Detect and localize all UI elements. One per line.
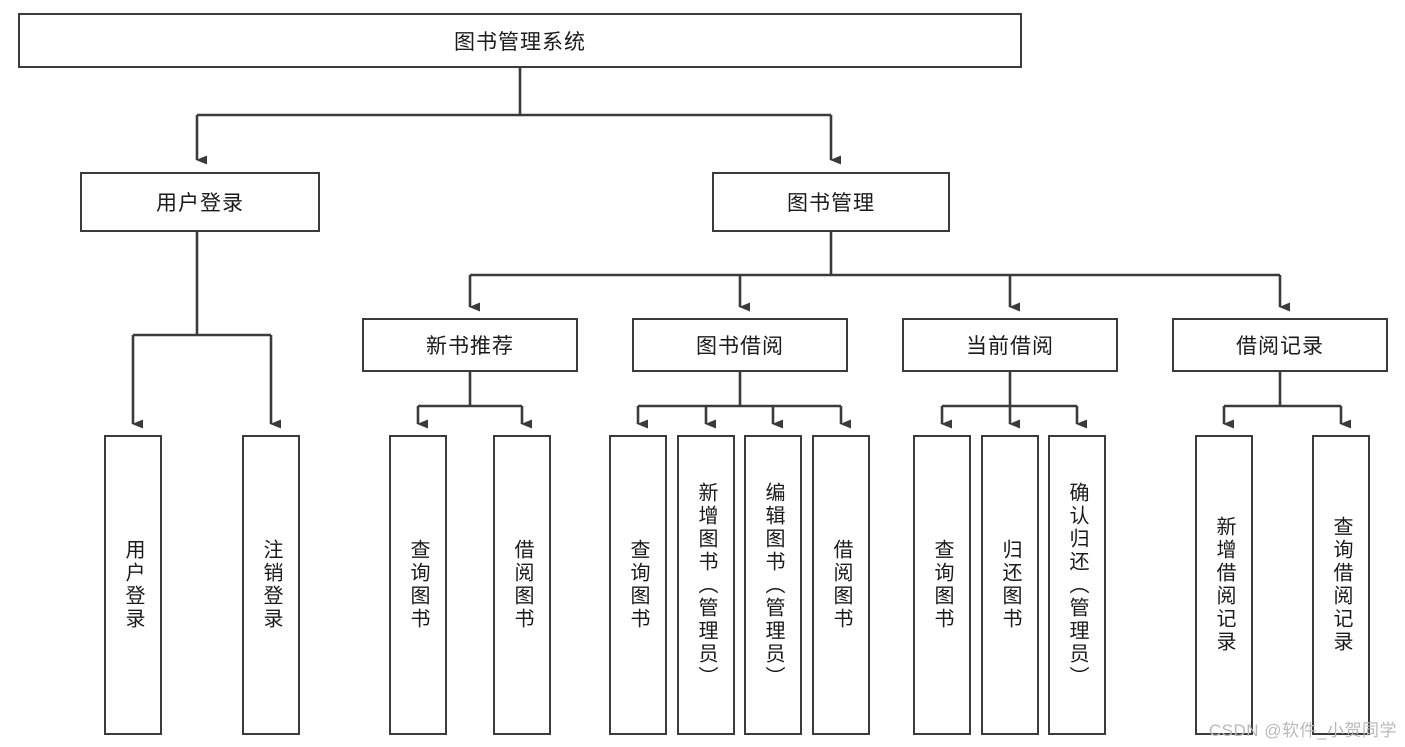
node-label: 新书推荐 xyxy=(426,335,514,358)
node-book-borrow[interactable]: 图书借阅 xyxy=(632,318,848,372)
leaf-query-book-recommend[interactable]: 查询图书 xyxy=(389,435,447,735)
leaf-confirm-return-admin[interactable]: 确认归还（管理员） xyxy=(1048,435,1106,735)
watermark: CSDN @软件_小贺同学 xyxy=(1208,721,1397,740)
leaf-return-book[interactable]: 归还图书 xyxy=(981,435,1039,735)
node-label: 查询图书 xyxy=(407,539,429,631)
node-label: 借阅记录 xyxy=(1236,335,1324,358)
node-label: 新增图书（管理员） xyxy=(695,481,717,689)
node-label: 查询图书 xyxy=(931,539,953,631)
node-label: 图书借阅 xyxy=(696,335,784,358)
node-label: 查询借阅记录 xyxy=(1330,516,1352,654)
node-label: 注销登录 xyxy=(260,539,282,631)
leaf-add-borrow-record[interactable]: 新增借阅记录 xyxy=(1195,435,1253,735)
leaf-logout[interactable]: 注销登录 xyxy=(242,435,300,735)
node-label: 图书管理系统 xyxy=(454,30,586,54)
node-label: 确认归还（管理员） xyxy=(1066,481,1088,689)
node-label: 图书管理 xyxy=(787,192,875,215)
node-label: 当前借阅 xyxy=(966,335,1054,358)
node-user-login[interactable]: 用户登录 xyxy=(80,172,320,232)
node-label: 编辑图书（管理员） xyxy=(762,481,784,689)
node-label: 借阅图书 xyxy=(830,539,852,631)
leaf-query-borrow-record[interactable]: 查询借阅记录 xyxy=(1312,435,1370,735)
leaf-query-book-current[interactable]: 查询图书 xyxy=(913,435,971,735)
node-label: 用户登录 xyxy=(122,539,144,631)
node-label: 查询图书 xyxy=(627,539,649,631)
leaf-add-book-admin[interactable]: 新增图书（管理员） xyxy=(677,435,735,735)
node-label: 用户登录 xyxy=(156,192,244,215)
leaf-edit-book-admin[interactable]: 编辑图书（管理员） xyxy=(744,435,802,735)
node-label: 新增借阅记录 xyxy=(1213,516,1235,654)
leaf-borrow-book-recommend[interactable]: 借阅图书 xyxy=(493,435,551,735)
node-borrow-record[interactable]: 借阅记录 xyxy=(1172,318,1388,372)
leaf-user-login[interactable]: 用户登录 xyxy=(104,435,162,735)
node-current-borrow[interactable]: 当前借阅 xyxy=(902,318,1118,372)
node-root-book-management-system[interactable]: 图书管理系统 xyxy=(18,13,1022,68)
node-label: 借阅图书 xyxy=(511,539,533,631)
leaf-query-book-borrow[interactable]: 查询图书 xyxy=(609,435,667,735)
node-new-book-recommend[interactable]: 新书推荐 xyxy=(362,318,578,372)
node-book-management[interactable]: 图书管理 xyxy=(712,172,950,232)
node-label: 归还图书 xyxy=(999,539,1021,631)
leaf-borrow-book[interactable]: 借阅图书 xyxy=(812,435,870,735)
